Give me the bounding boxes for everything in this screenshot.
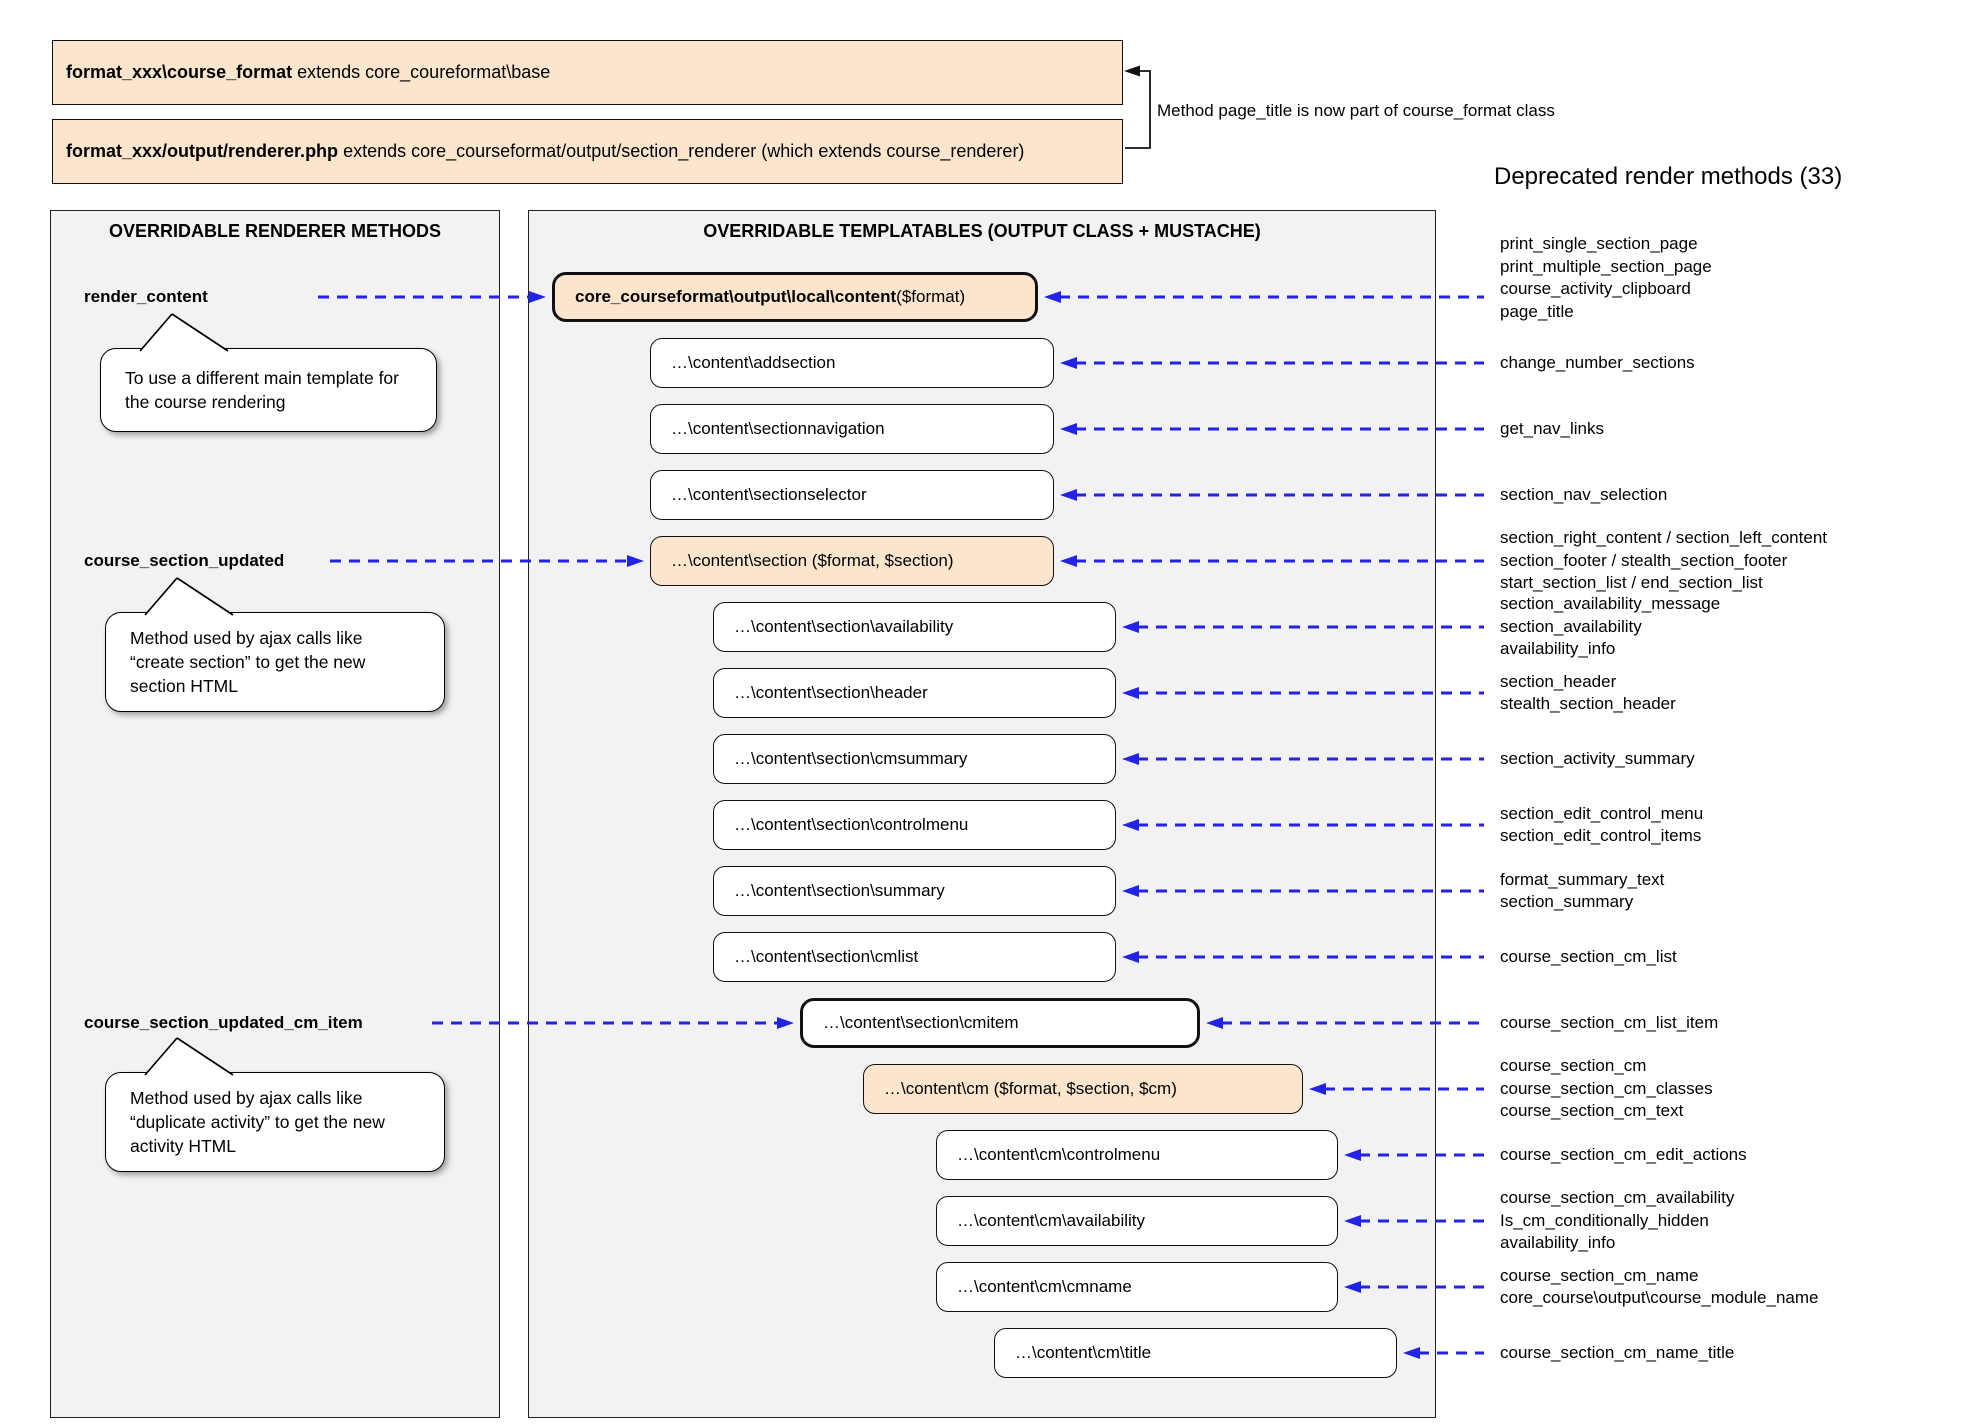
deprecated-methods-title: Deprecated render methods (33) bbox=[1494, 163, 1843, 190]
deprecated-method-name: course_section_cm bbox=[1500, 1056, 1647, 1076]
templatable-box: …\content\cm\availability bbox=[936, 1196, 1338, 1246]
deprecated-method-name: stealth_section_header bbox=[1500, 694, 1676, 713]
deprecated-method-group: get_nav_links bbox=[1500, 418, 1604, 441]
templatable-box: …\content\section\availability bbox=[713, 602, 1116, 652]
deprecated-method-group: section_activity_summary bbox=[1500, 748, 1695, 771]
deprecated-method-group: course_section_cm_list_item bbox=[1500, 1012, 1718, 1035]
deprecated-method-group: course_section_cm_name_title bbox=[1500, 1342, 1734, 1365]
deprecated-method-group: format_summary_text section_summary bbox=[1500, 869, 1664, 914]
renderer-methods-panel-title: OVERRIDABLE RENDERER METHODS bbox=[108, 221, 442, 241]
deprecated-method-name: section_availability bbox=[1500, 616, 1642, 636]
deprecated-method-group: course_section_cm_list bbox=[1500, 946, 1677, 969]
deprecated-method-name: change_number_sections bbox=[1500, 352, 1695, 372]
bubble-text-line: “duplicate activity” to get the new bbox=[130, 1112, 385, 1132]
deprecated-method-name: get_nav_links bbox=[1500, 418, 1604, 438]
deprecated-method-group: change_number_sections bbox=[1500, 352, 1695, 375]
class-relation-bracket bbox=[1125, 70, 1151, 149]
course-format-class-box: format_xxx\course_format extends core_co… bbox=[52, 40, 1123, 105]
deprecated-method-name: section_footer / stealth_section_footer bbox=[1500, 550, 1788, 570]
templatable-box: …\content\cm\cmname bbox=[936, 1262, 1338, 1312]
deprecated-method-name: print_multiple_section_page bbox=[1500, 256, 1712, 276]
templatable-box: …\content\cm ($format, $section, $cm) bbox=[863, 1064, 1303, 1114]
deprecated-method-name: section_edit_control_menu bbox=[1500, 803, 1704, 823]
page-title-note: Method page_title is now part of course_… bbox=[1157, 101, 1555, 120]
deprecated-method-name: availability_info bbox=[1500, 1233, 1616, 1253]
templatable-box: …\content\cm\controlmenu bbox=[936, 1130, 1338, 1180]
deprecated-method-name: format_summary_text bbox=[1500, 869, 1665, 889]
deprecated-method-name: Is_cm_conditionally_hidden bbox=[1500, 1210, 1709, 1230]
deprecated-method-group: print_single_section_page print_multiple_… bbox=[1500, 233, 1712, 323]
renderer-method-label: course_section_updated_cm_item bbox=[84, 1013, 363, 1032]
bubble-text-line: Method used by ajax calls like bbox=[130, 628, 363, 648]
templatable-box: …\content\section\cmlist bbox=[713, 932, 1116, 982]
course-format-class-text: format_xxx\course_format extends core_co… bbox=[66, 62, 551, 82]
deprecated-method-name: course_section_cm_list_item bbox=[1500, 1012, 1719, 1032]
templatable-box: …\content\section\cmsummary bbox=[713, 734, 1116, 784]
deprecated-method-name: course_section_cm_name_title bbox=[1500, 1342, 1735, 1362]
deprecated-method-name: course_section_cm_edit_actions bbox=[1500, 1144, 1747, 1164]
bubble-text-line: activity HTML bbox=[130, 1136, 236, 1156]
deprecated-method-name: course_section_cm_list bbox=[1500, 946, 1677, 966]
templatable-box: …\content\sectionselector bbox=[650, 470, 1054, 520]
deprecated-method-name: course_activity_clipboard bbox=[1500, 279, 1691, 298]
deprecated-method-name: availability_info bbox=[1500, 639, 1616, 659]
deprecated-method-name: core_course\output\course_module_name bbox=[1500, 1288, 1819, 1307]
deprecated-method-group: course_section_cm_name core_course\output… bbox=[1500, 1265, 1818, 1310]
templatable-box: …\content\addsection bbox=[650, 338, 1054, 388]
renderer-method-label: render_content bbox=[84, 287, 208, 306]
method-note-bubble: Method used by ajax calls like “create se… bbox=[105, 612, 445, 712]
templatable-box: …\content\section\controlmenu bbox=[713, 800, 1116, 850]
templatable-box: …\content\section\cmitem bbox=[800, 998, 1200, 1048]
deprecated-method-name: page_title bbox=[1500, 301, 1574, 321]
deprecated-method-group: section_header stealth_section_header bbox=[1500, 671, 1676, 716]
deprecated-method-name: section_availability_message bbox=[1500, 594, 1721, 614]
method-note-bubble: Method used by ajax calls like “duplicate… bbox=[105, 1072, 445, 1172]
deprecated-method-name: section_header bbox=[1500, 671, 1617, 691]
deprecated-method-name: course_section_cm_text bbox=[1500, 1101, 1684, 1121]
method-note-bubble: To use a different main template for the … bbox=[100, 348, 437, 432]
deprecated-method-group: section_right_content / section_left_con… bbox=[1500, 527, 1827, 595]
deprecated-method-name: section_edit_control_items bbox=[1500, 826, 1702, 845]
renderer-class-box: format_xxx/output/renderer.php extends c… bbox=[52, 119, 1123, 184]
deprecated-method-name: start_section_list / end_section_list bbox=[1500, 573, 1763, 593]
deprecated-method-group: course_section_cm_edit_actions bbox=[1500, 1144, 1747, 1167]
renderer-class-text: format_xxx/output/renderer.php extends c… bbox=[66, 141, 1025, 161]
deprecated-method-group: section_nav_selection bbox=[1500, 484, 1667, 507]
templatable-box: …\content\sectionnavigation bbox=[650, 404, 1054, 454]
bubble-text-line: “create section” to get the new bbox=[130, 652, 366, 672]
templatable-box: …\content\section ($format, $section) bbox=[650, 536, 1054, 586]
templatable-box: …\content\section\summary bbox=[713, 866, 1116, 916]
deprecated-method-name: section_activity_summary bbox=[1500, 748, 1695, 768]
deprecated-method-name: course_section_cm_availability bbox=[1500, 1188, 1735, 1208]
deprecated-method-name: section_nav_selection bbox=[1500, 484, 1668, 504]
deprecated-method-name: section_summary bbox=[1500, 892, 1634, 911]
deprecated-method-group: section_edit_control_menu section_edit_co… bbox=[1500, 803, 1703, 848]
deprecated-method-name: course_section_cm_name bbox=[1500, 1265, 1699, 1285]
bubble-text-line: the course rendering bbox=[125, 392, 286, 412]
templatable-box: …\content\section\header bbox=[713, 668, 1116, 718]
deprecated-method-name: course_section_cm_classes bbox=[1500, 1078, 1713, 1098]
templatables-panel-title: OVERRIDABLE TEMPLATABLES (OUTPUT CLASS +… bbox=[703, 221, 1261, 241]
bracket-arrowhead-icon bbox=[1124, 65, 1140, 77]
templatable-box: core_courseformat\output\local\content (… bbox=[552, 272, 1038, 322]
deprecated-method-name: section_right_content / section_left_con… bbox=[1500, 528, 1827, 548]
bubble-text-line: section HTML bbox=[130, 676, 238, 696]
deprecated-method-name: print_single_section_page bbox=[1500, 234, 1698, 253]
templatable-box: …\content\cm\title bbox=[994, 1328, 1397, 1378]
bubble-text-line: Method used by ajax calls like bbox=[130, 1088, 363, 1108]
renderer-method-label: course_section_updated bbox=[84, 551, 285, 570]
bubble-text-line: To use a different main template for bbox=[125, 368, 399, 388]
